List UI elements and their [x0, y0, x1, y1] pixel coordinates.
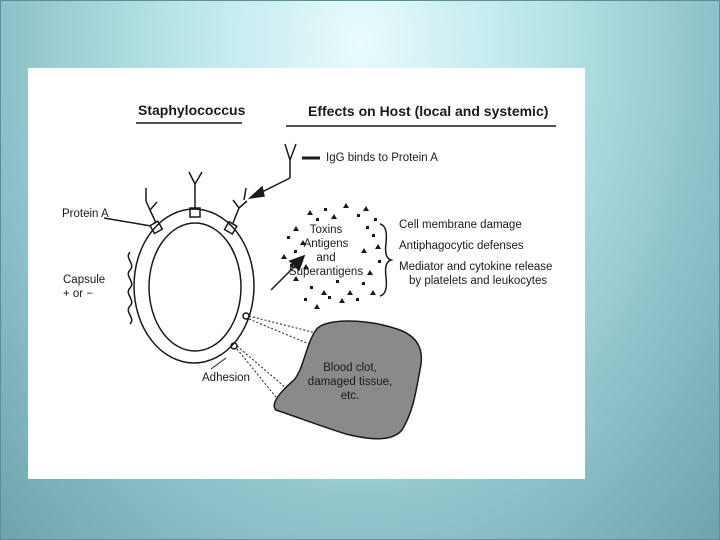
cell-outer-ellipse [134, 209, 254, 363]
right-title: Effects on Host (local and systemic) [308, 104, 548, 119]
adhesin-upper [243, 313, 249, 319]
capsule-wavy-line [128, 252, 131, 324]
protein-a-pointer [104, 218, 151, 226]
effect-item-4: by platelets and leukocytes [409, 275, 547, 288]
antibody-right-icon [233, 200, 247, 223]
antibody-top-icon [189, 172, 202, 208]
left-title: Staphylococcus [138, 103, 245, 118]
antibody-left-icon [146, 201, 157, 223]
igg-arrowhead [250, 187, 264, 198]
toxins-label-line-1: Toxins [286, 224, 366, 237]
capsule-label-line-1: Capsule [63, 274, 105, 287]
clot-label-line-3: etc. [300, 390, 400, 403]
toxins-label-line-3: and [286, 252, 366, 265]
capsule-label-line-2: + or − [63, 288, 93, 301]
cell-inner-ellipse [149, 223, 241, 351]
figure-panel: Staphylococcus Effects on Host (local an… [28, 68, 585, 479]
toxins-label-line-2: Antigens [286, 238, 366, 251]
adhesion-dash-2 [249, 319, 314, 346]
effect-item-2: Antiphagocytic defenses [399, 240, 524, 253]
toxins-label-line-4: Superantigens [286, 266, 366, 279]
effects-brace [380, 224, 391, 296]
igg-label: IgG binds to Protein A [326, 152, 438, 165]
adhesion-dash-1 [249, 316, 316, 333]
effect-item-1: Cell membrane damage [399, 219, 522, 232]
protein-a-label: Protein A [62, 208, 109, 221]
effect-item-3: Mediator and cytokine release [399, 261, 552, 274]
igg-free-icon [285, 144, 296, 178]
protein-a-receptor-right [225, 222, 237, 234]
antibody-stub-right [244, 188, 246, 200]
adhesion-label: Adhesion [202, 372, 250, 385]
clot-label-line-1: Blood clot, [300, 362, 400, 375]
clot-label-line-2: damaged tissue, [300, 376, 400, 389]
